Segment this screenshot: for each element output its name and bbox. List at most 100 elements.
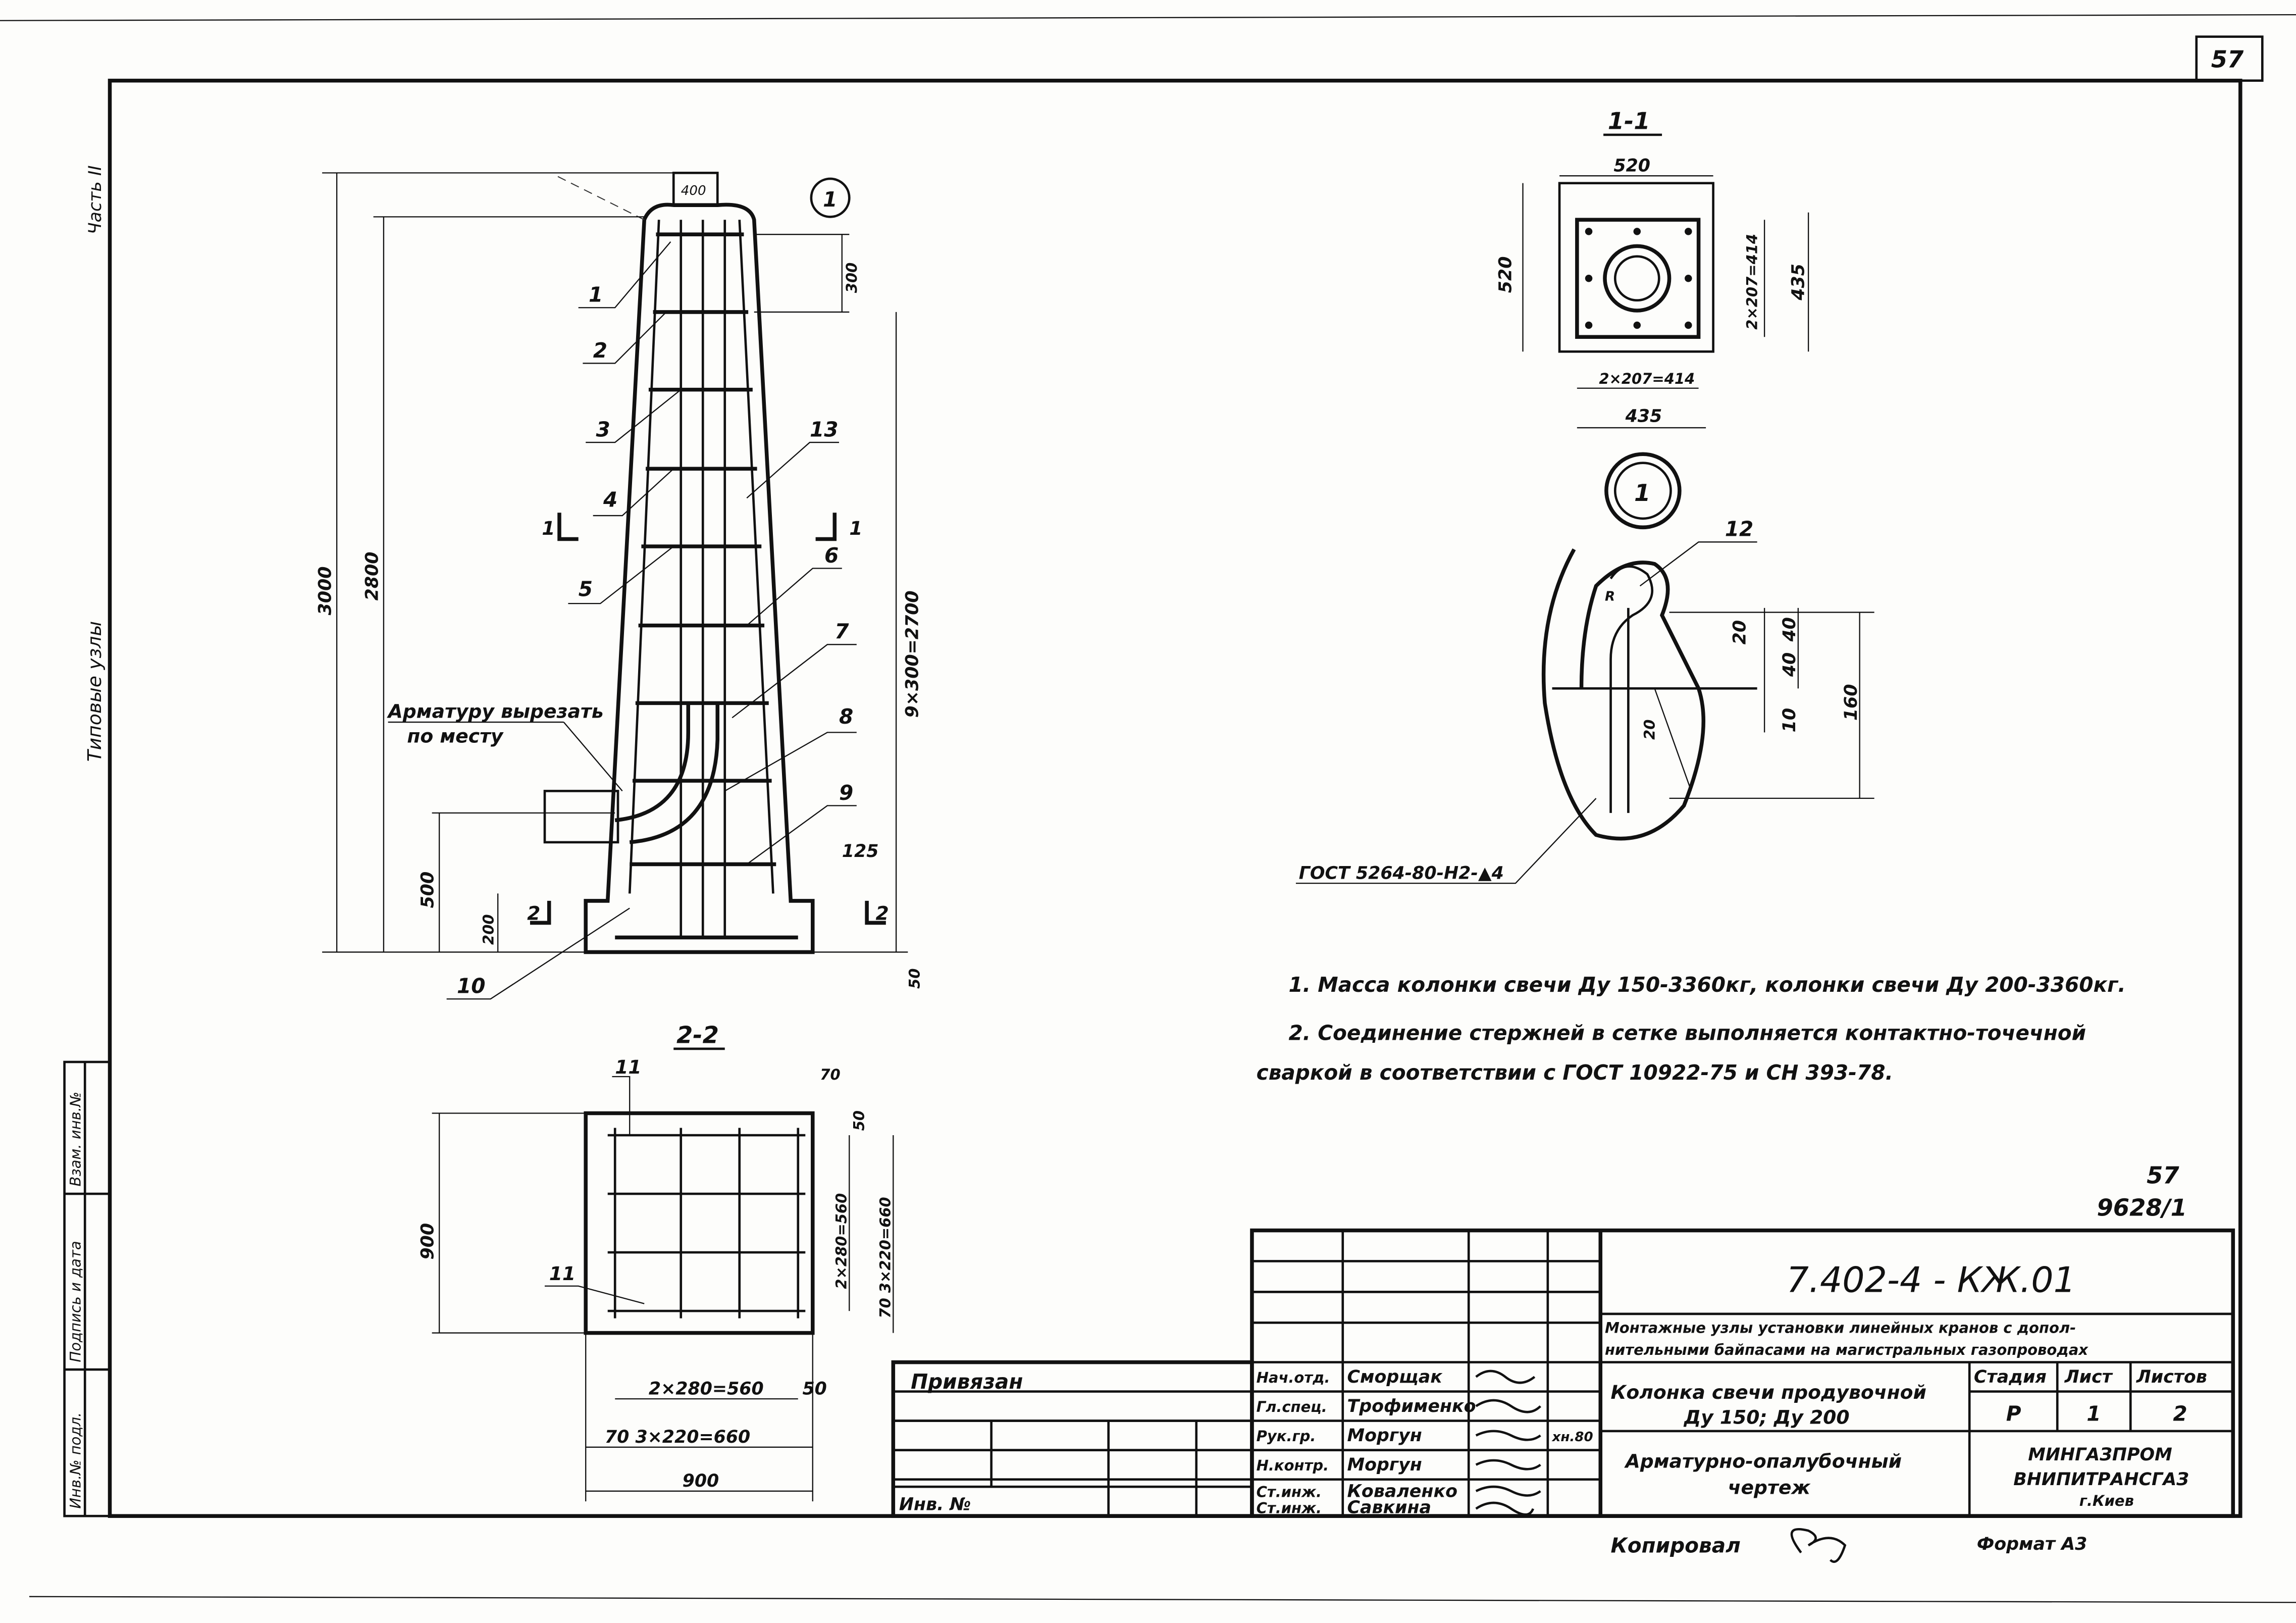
designation: 7.402-4 - КЖ.01	[1787, 1259, 2076, 1300]
detail-1-marker: 1	[1634, 479, 1650, 506]
project-line1: Монтажные узлы установки линейных кранов…	[1605, 1320, 2076, 1337]
detail-marker-1: 1	[823, 187, 837, 212]
dim-2800: 2800	[362, 551, 382, 600]
dim-2-2-width: 900	[683, 1471, 719, 1491]
sig-name-4: Моргун	[1347, 1455, 1422, 1475]
dim-3000: 3000	[316, 566, 336, 615]
drawing-name-line2: Ду 150; Ду 200	[1684, 1406, 1850, 1428]
inv-no-label: Инв. №	[899, 1495, 971, 1515]
dim-1-1-width: 520	[1613, 156, 1650, 176]
sig-role-3: Рук.гр.	[1257, 1428, 1316, 1445]
sig-name-6: Савкина	[1347, 1497, 1431, 1517]
dim-300: 300	[843, 263, 860, 293]
dim-2-2-edge2: 50	[802, 1379, 826, 1399]
sheet-ref-code: 9628/1	[2097, 1194, 2187, 1222]
dim-2-2-edge: 50	[850, 1110, 867, 1131]
dim-2-2-inner-h: 2×280=560	[832, 1193, 850, 1289]
sig-role-1: Нач.отд.	[1257, 1369, 1330, 1386]
weld-spec: ГОСТ 5264-80-Н2-▲4	[1299, 863, 1504, 883]
callout-11-top: 11	[615, 1056, 641, 1078]
general-notes: 1. Масса колонки свечи Ду 150-3360кг, ко…	[1257, 973, 2126, 1085]
sig-name-3: Моргун	[1347, 1426, 1422, 1446]
sheets-value: 2	[2173, 1402, 2187, 1426]
sig-name-1: Сморщак	[1347, 1367, 1443, 1387]
title-block: Привязан Инв. № 7.402-4 - КЖ.01 Монтажны…	[891, 1228, 2235, 1563]
dim-50: 50	[906, 969, 923, 989]
dim-1-1-height: 520	[1495, 257, 1516, 293]
org-city: г.Киев	[2079, 1492, 2134, 1509]
org-line1: МИНГАЗПРОМ	[2028, 1445, 2172, 1465]
callout-1: 1	[589, 283, 603, 307]
dim-2-2-outer-w: 70 3×220=660	[605, 1427, 750, 1447]
copier-signature	[1790, 1528, 1847, 1563]
callout-2: 2	[593, 338, 607, 363]
callout-8: 8	[839, 704, 853, 729]
dim-200: 200	[480, 914, 497, 945]
copied-label: Копировал	[1611, 1534, 1741, 1558]
detail-dim-10: 10	[1780, 708, 1800, 732]
dim-125: 125	[842, 841, 879, 861]
stamp-sign-label: Подпись и дата	[67, 1241, 84, 1362]
side-strip: Часть II Типовые узлы Инв.№ подл. Подпис…	[63, 166, 111, 1517]
section-1-1-title: 1-1	[1608, 107, 1650, 134]
note-2-cont: сваркой в соответствии с ГОСТ 10922-75 и…	[1257, 1060, 1893, 1085]
dim-500: 500	[418, 872, 438, 908]
drawing-type-line1: Арматурно-опалубочный	[1624, 1450, 1902, 1472]
section-mark-1-left: 1	[542, 517, 555, 539]
detail-dim-20b: 20	[1641, 720, 1658, 740]
callout-12: 12	[1725, 517, 1754, 541]
section-mark-2-right: 2	[876, 902, 889, 925]
cut-note-line2: по месту	[407, 725, 504, 747]
cut-note-line1: Арматуру вырезать	[387, 700, 604, 722]
signatures-scribble	[1475, 1370, 1541, 1516]
detail-dim-20: 20	[1730, 620, 1750, 644]
sheets-label: Листов	[2136, 1367, 2207, 1387]
callout-3: 3	[596, 417, 610, 441]
org-line2: ВНИПИТРАНСГАЗ	[2013, 1469, 2189, 1490]
sig-role-4: Н.контр.	[1257, 1457, 1329, 1474]
project-line2: нительными байпасами на магистральных га…	[1605, 1341, 2089, 1358]
stage-value: Р	[2006, 1402, 2021, 1426]
sheet-number-box	[2195, 35, 2264, 82]
note-2: 2. Соединение стержней в сетке выполняет…	[1288, 1021, 2086, 1045]
part-label: Часть II	[85, 166, 106, 235]
callout-9: 9	[839, 781, 853, 805]
sig-role-5: Ст.инж.	[1257, 1483, 1322, 1500]
drawing-type-line2: чертеж	[1728, 1477, 1811, 1499]
format-label: Формат А3	[1977, 1534, 2088, 1554]
section-mark-1-right: 1	[849, 517, 862, 539]
detail-dim-40a: 40	[1780, 617, 1800, 642]
sheet-ref-page: 57	[2147, 1162, 2179, 1189]
date-note: хн.80	[1551, 1430, 1593, 1445]
sig-name-2: Трофименко	[1347, 1396, 1476, 1416]
section-1-1: 1-1 520 520 2×207=414 435 2×207=414 435	[1495, 107, 1809, 429]
detail-dim-40b: 40	[1780, 652, 1800, 677]
stamp-inv-label: Инв.№ подл.	[67, 1412, 84, 1509]
section-marks: 1 1 2 2	[527, 513, 889, 925]
dim-1-1-inner-w: 435	[1625, 406, 1662, 426]
dim-2-2-height: 900	[418, 1223, 438, 1260]
section-2-2-title: 2-2	[676, 1021, 719, 1048]
drawing-name-line1: Колонка свечи продувочной	[1611, 1381, 1926, 1403]
dim-2-2-outer-h: 70 3×220=660	[877, 1197, 894, 1318]
dim-1-1-inner-h: 435	[1788, 264, 1808, 301]
sheet-frame: 57	[0, 14, 2296, 1603]
sheet-number: 57	[2211, 46, 2244, 73]
sig-name-5: Коваленко	[1347, 1481, 1457, 1501]
section-mark-2-left: 2	[527, 902, 540, 925]
stamp-replace-label: Взам. инв.№	[67, 1092, 84, 1187]
dim-1-1-bolts-x: 2×207=414	[1599, 370, 1695, 387]
detail-dim-160: 160	[1841, 684, 1861, 721]
note-1: 1. Масса колонки свечи Ду 150-3360кг, ко…	[1288, 973, 2125, 997]
callout-4: 4	[603, 488, 617, 512]
dim-2-2-top-off: 70	[820, 1066, 840, 1083]
callout-10: 10	[457, 974, 486, 998]
dim-2700: 9×300=2700	[903, 590, 923, 718]
sig-role-2: Гл.спец.	[1257, 1398, 1327, 1415]
section-label: Типовые узлы	[83, 621, 106, 762]
callout-5: 5	[579, 577, 593, 601]
column-elevation: 400 3000 2800 300	[316, 172, 923, 1000]
callouts: 1 2 3 4 5 6 7 8 9 10 13	[446, 241, 857, 1000]
